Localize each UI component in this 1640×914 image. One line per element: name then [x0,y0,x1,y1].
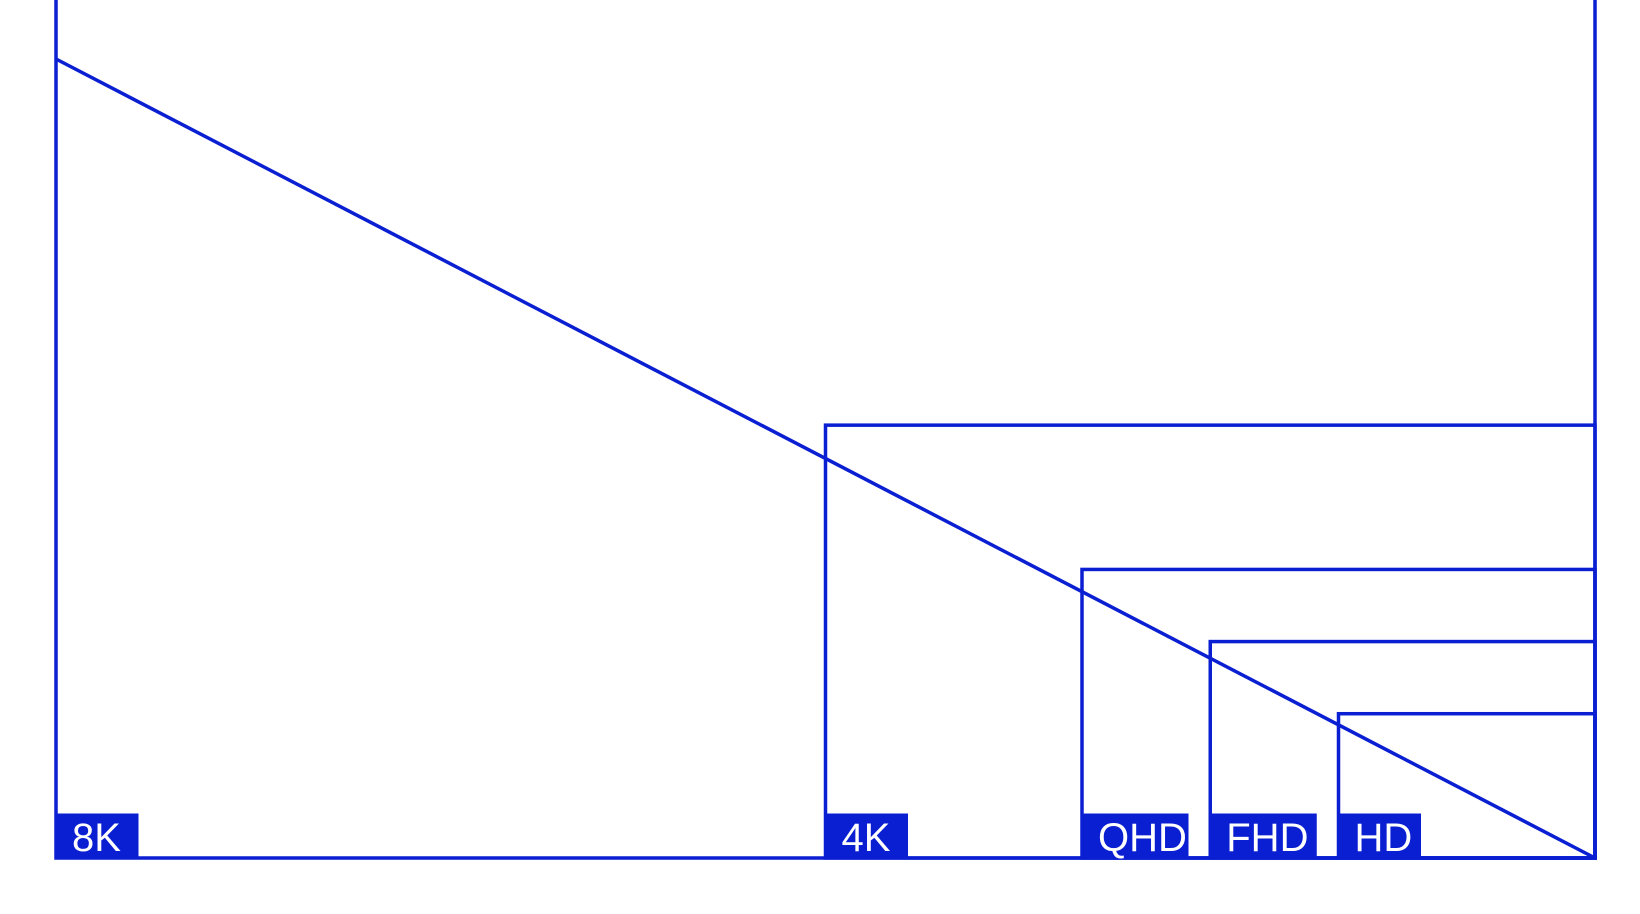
label-tag-fhd [1208,813,1317,860]
label-tag-qhd [1080,813,1189,860]
label-text-qhd: QHD [1098,816,1187,860]
resolution-labels: 8K 4K QHD FHD HD [54,813,1421,860]
resolution-rectangles [54,0,1597,860]
label-tag-8k [54,813,139,860]
label-tag-4k [824,813,908,860]
diagonal-group [55,57,1596,860]
label-text-hd: HD [1355,816,1413,860]
label-tag-hd [1337,813,1421,860]
label-text-4k: 4K [842,816,891,860]
diagonal-line [55,57,1596,860]
resolution-rect-hd [1336,711,1597,860]
label-text-8k: 8K [72,816,121,860]
label-text-fhd: FHD [1226,816,1308,860]
